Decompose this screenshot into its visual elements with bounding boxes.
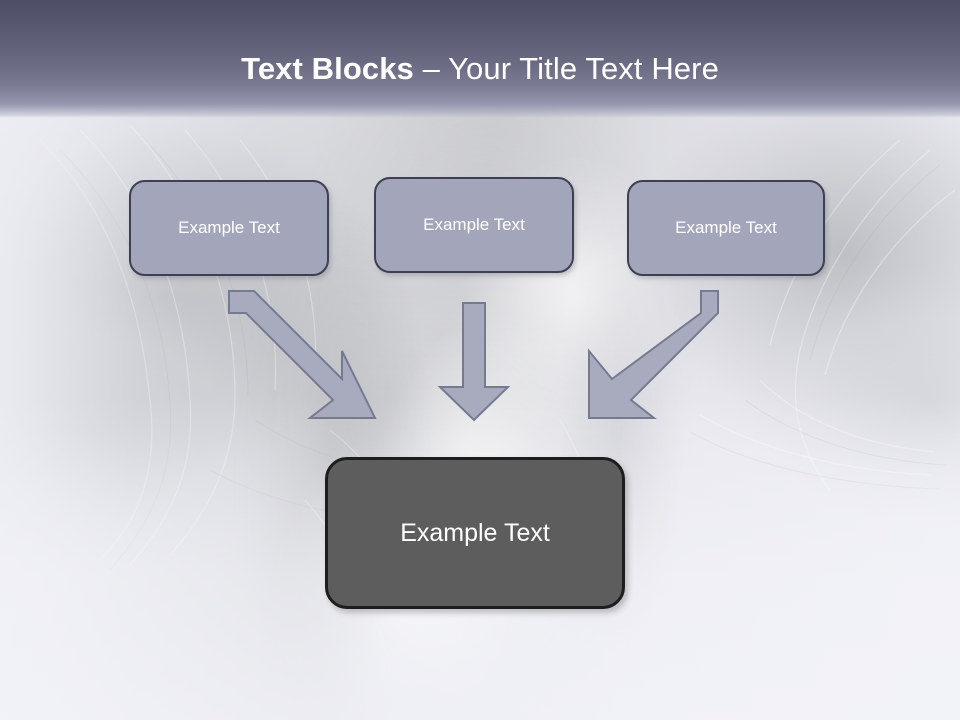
result-text-block[interactable]: Example Text xyxy=(325,457,625,609)
page-title-rest: – Your Title Text Here xyxy=(413,51,719,86)
text-block-3[interactable]: Example Text xyxy=(627,180,825,276)
result-text-block-label: Example Text xyxy=(400,518,550,547)
text-block-1-label: Example Text xyxy=(178,218,280,237)
text-block-2-label: Example Text xyxy=(423,215,525,234)
arrow-center-vertical xyxy=(437,302,511,422)
text-block-3-label: Example Text xyxy=(675,218,777,237)
page-title: Text Blocks – Your Title Text Here xyxy=(0,50,960,88)
text-block-1[interactable]: Example Text xyxy=(129,180,329,276)
arrow-left-diagonal xyxy=(228,290,377,419)
arrow-right-diagonal xyxy=(588,290,719,419)
text-block-2[interactable]: Example Text xyxy=(374,177,574,273)
page-title-strong: Text Blocks xyxy=(241,51,414,86)
title-band xyxy=(0,0,960,118)
